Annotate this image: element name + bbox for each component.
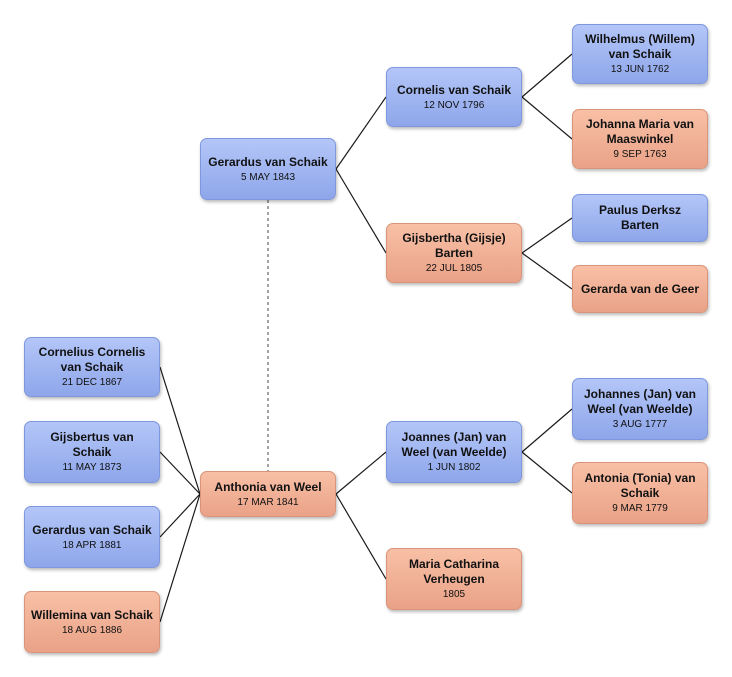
person-date: 11 MAY 1873 [62, 462, 122, 473]
person-name: Gerardus van Schaik [208, 154, 328, 169]
person-name: Wilhelmus (Willem) van Schaik [585, 32, 695, 61]
person-antonia-van-schaik[interactable]: Antonia (Tonia) van Schaik 9 MAR 1779 [572, 462, 708, 524]
parent-link-line [335, 168, 387, 254]
person-gerarda-van-de-geer[interactable]: Gerarda van de Geer [572, 265, 708, 313]
person-date: 22 JUL 1805 [425, 263, 483, 274]
person-date: 12 NOV 1796 [423, 99, 485, 111]
person-gijsbertus-van-schaik[interactable]: Gijsbertus van Schaik 11 MAY 1873 [24, 421, 160, 483]
person-paulus-derksz-barten[interactable]: Paulus Derksz Barten [572, 194, 708, 242]
parent-link-line [521, 252, 573, 290]
child-link-line [159, 493, 201, 538]
person-name: Cornelis van Schaik [396, 82, 512, 97]
person-name: Johanna Maria van Maaswinkel [585, 117, 695, 146]
person-willemina-van-schaik[interactable]: Willemina van Schaik 18 AUG 1886 [24, 591, 160, 653]
child-link-line [159, 366, 201, 495]
child-link-line [159, 493, 201, 623]
parent-link-line [335, 451, 387, 495]
person-johannes-van-weel[interactable]: Johannes (Jan) van Weel (van Weelde) 3 A… [572, 378, 708, 440]
person-date: 1805 [442, 589, 466, 600]
person-anthonia-van-weel[interactable]: Anthonia van Weel 17 MAR 1841 [200, 471, 336, 517]
person-gerardus-van-schaik-1881[interactable]: Gerardus van Schaik 18 APR 1881 [24, 506, 160, 568]
person-date: 1 JUN 1802 [427, 462, 481, 473]
person-name: Gijsbertus van Schaik [50, 430, 134, 459]
parent-link-line [335, 493, 387, 580]
person-date: 13 JUN 1762 [610, 64, 670, 75]
person-cornelis-van-schaik[interactable]: Cornelis van Schaik 12 NOV 1796 [386, 67, 522, 127]
person-wilhelmus-van-schaik[interactable]: Wilhelmus (Willem) van Schaik 13 JUN 176… [572, 24, 708, 84]
person-gerardus-van-schaik-1843[interactable]: Gerardus van Schaik 5 MAY 1843 [200, 138, 336, 200]
person-name: Gijsbertha (Gijsje) Barten [402, 231, 506, 260]
person-joannes-van-weel[interactable]: Joannes (Jan) van Weel (van Weelde) 1 JU… [386, 421, 522, 483]
child-link-line [159, 451, 201, 495]
parent-link-line [521, 408, 573, 453]
person-date: 21 DEC 1867 [61, 377, 123, 388]
person-name: Anthonia van Weel [214, 479, 322, 494]
person-gijsbertha-barten[interactable]: Gijsbertha (Gijsje) Barten 22 JUL 1805 [386, 223, 522, 283]
parent-link-line [521, 451, 573, 494]
person-maria-catharina-verheugen[interactable]: Maria Catharina Verheugen 1805 [386, 548, 522, 610]
person-name: Paulus Derksz Barten [598, 203, 682, 232]
person-name: Gerardus van Schaik [32, 522, 152, 537]
parent-link-line [521, 96, 573, 140]
parent-link-line [521, 217, 573, 254]
person-date: 9 MAR 1779 [612, 503, 668, 514]
person-name: Maria Catharina Verheugen [408, 557, 500, 586]
person-name: Johannes (Jan) van Weel (van Weelde) [583, 387, 697, 416]
person-johanna-maria-van-maaswinkel[interactable]: Johanna Maria van Maaswinkel 9 SEP 1763 [572, 109, 708, 169]
person-date: 18 AUG 1886 [61, 624, 123, 636]
person-name: Gerarda van de Geer [580, 281, 700, 296]
person-name: Antonia (Tonia) van Schaik [584, 471, 696, 500]
person-date: 18 APR 1881 [62, 539, 122, 551]
person-date: 3 AUG 1777 [612, 419, 668, 430]
person-name: Willemina van Schaik [31, 607, 153, 622]
person-cornelius-cornelis-van-schaik[interactable]: Cornelius Cornelis van Schaik 21 DEC 186… [24, 337, 160, 397]
parent-link-line [335, 96, 387, 170]
person-name: Cornelius Cornelis van Schaik [38, 345, 146, 374]
person-date: 5 MAY 1843 [240, 171, 296, 183]
person-name: Joannes (Jan) van Weel (van Weelde) [401, 430, 507, 459]
person-date: 17 MAR 1841 [237, 496, 299, 508]
parent-link-line [521, 53, 573, 98]
person-date: 9 SEP 1763 [613, 149, 667, 160]
